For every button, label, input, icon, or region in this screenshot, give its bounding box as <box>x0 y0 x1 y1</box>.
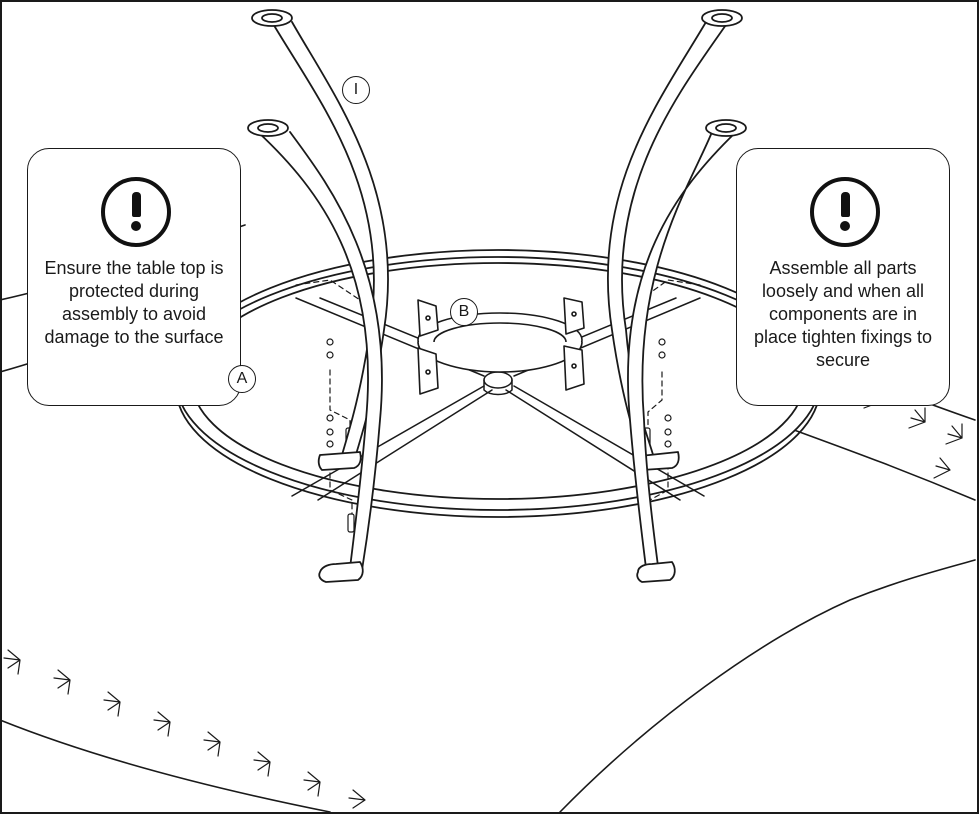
warning-callout-right: Assemble all parts loosely and when all … <box>736 148 950 406</box>
leg-back-left <box>251 9 389 471</box>
cloth-tassels-left <box>3 649 366 809</box>
leg-front-left <box>247 119 383 583</box>
warning-callout-left: Ensure the table top is protected during… <box>27 148 241 406</box>
leg-back-right <box>607 9 743 471</box>
exclamation-warning-icon <box>810 177 880 247</box>
leg-front-right <box>627 119 747 583</box>
warning-text-left: Ensure the table top is protected during… <box>44 258 224 347</box>
table-braces <box>291 297 705 501</box>
part-label-ring: B <box>450 298 478 326</box>
exclamation-warning-icon <box>101 177 171 247</box>
warning-text-right: Assemble all parts loosely and when all … <box>753 258 933 370</box>
part-label-legs: I <box>342 76 370 104</box>
ring-bracket <box>417 297 585 395</box>
part-label-tabletop: A <box>228 365 256 393</box>
